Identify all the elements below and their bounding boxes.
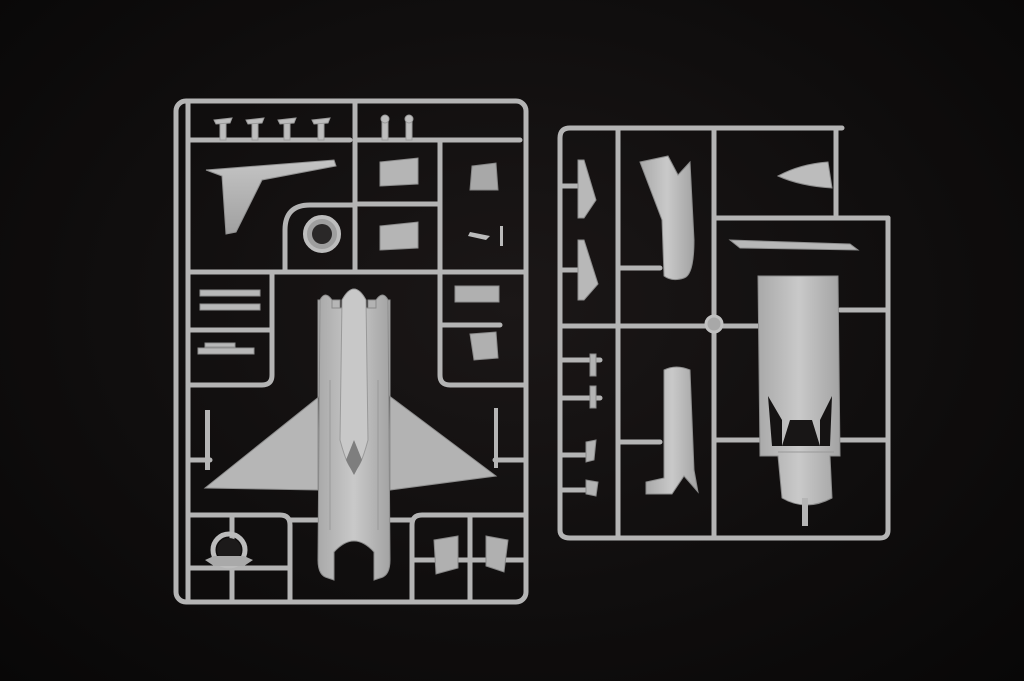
engine-nozzle-ring	[303, 215, 341, 253]
left-sprue-parts	[197, 114, 509, 581]
nose-cone	[776, 161, 833, 189]
canards	[577, 159, 599, 301]
lower-fuselage-with-delta-wing	[203, 288, 498, 581]
exhaust-ring	[205, 531, 253, 569]
air-brake-upper	[379, 157, 419, 187]
pylon-rail	[728, 239, 860, 251]
intake-lip	[469, 162, 499, 191]
air-brake-lower	[379, 221, 419, 251]
right-sprue-parts	[577, 155, 860, 526]
intake-halves	[433, 535, 509, 575]
vertical-tail-fin	[205, 159, 337, 235]
wheel-hub	[704, 314, 724, 334]
upper-rear-fuselage	[757, 275, 841, 526]
intake-duct-left	[639, 155, 695, 281]
intake-duct-right	[645, 366, 699, 495]
